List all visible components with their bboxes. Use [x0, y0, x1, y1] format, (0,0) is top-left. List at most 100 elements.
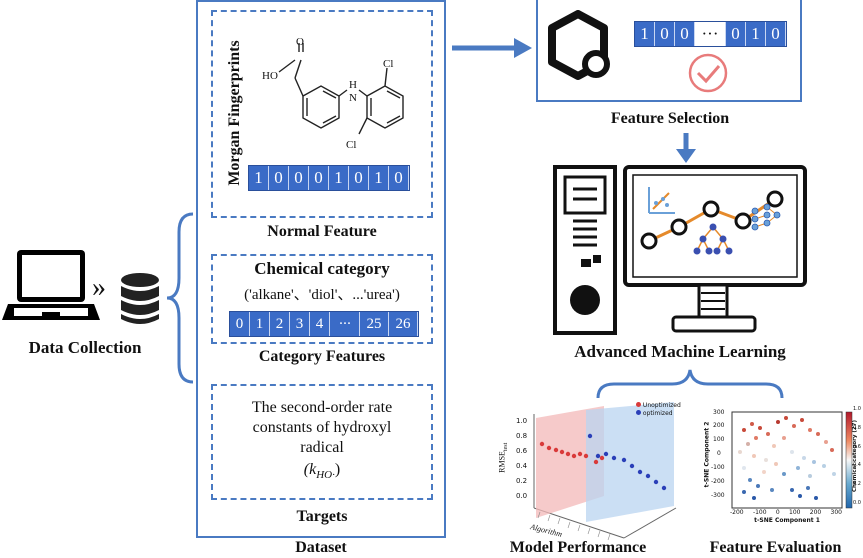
targets-line-1: The second-order rate [251, 399, 393, 416]
molecule-label-cl-top: Cl [383, 58, 394, 70]
selected-bit-ellipsis: ··· [695, 22, 726, 46]
feature-selection-panel [536, 0, 802, 102]
morgan-fingerprints-label: Morgan Fingerprints [226, 40, 243, 186]
feature-evaluation-chart [731, 411, 853, 509]
category-value-6: ··· [330, 312, 360, 336]
molecule-label-ho: HO [262, 70, 278, 82]
search-feature-icon [548, 10, 610, 80]
arrow-right-icon [452, 38, 532, 58]
data-collection-caption: Data Collection [28, 338, 142, 357]
laptop-icon [2, 250, 100, 320]
mp-ytick-5: 0.2 [516, 477, 528, 485]
blue-markers [587, 433, 667, 491]
mp-legend: Unoptimized optimized [636, 402, 681, 418]
chemical-category-examples: ('alkane'、'diol'、...'urea') [244, 287, 400, 303]
selected-bit-left-1: 1 [635, 22, 655, 46]
morgan-bit-3: 0 [289, 166, 309, 190]
category-value-2: 1 [250, 312, 270, 336]
mp-ylabel-text: RMSE [497, 451, 507, 473]
molecule-label-cl-bottom: Cl [346, 139, 357, 151]
category-value-7: 25 [360, 312, 389, 336]
molecule-label-o: O [296, 36, 304, 48]
fe-ytick-3: 100 [713, 436, 725, 443]
category-value-1: 0 [230, 312, 250, 336]
category-value-4: 3 [290, 312, 310, 336]
fe-xtick-4: 100 [789, 509, 801, 516]
check-circle-icon [688, 53, 728, 93]
computer-icon [553, 165, 807, 335]
mp-ytick-4: 0.4 [516, 462, 528, 470]
aml-caption: Advanced Machine Learning [574, 342, 786, 361]
fe-xtick-5: 200 [809, 509, 822, 516]
model-performance-chart [533, 402, 677, 541]
mp-ytick-3: 0.6 [516, 447, 528, 455]
mp-legend-label-1: Unoptimized [642, 402, 681, 409]
mp-ylabel: RMSEtest [497, 443, 509, 473]
brace-shape [166, 212, 194, 384]
fe-xtick-1: -200 [730, 509, 744, 516]
fe-xtick-2: -100 [752, 509, 767, 516]
fe-ytick-7: -300 [711, 492, 725, 499]
database-icon [121, 273, 159, 324]
morgan-bit-5: 1 [329, 166, 349, 190]
fe-ytick-4: 0 [717, 450, 721, 457]
morgan-bit-6: 0 [349, 166, 369, 190]
mp-legend-item-1: Unoptimized [636, 402, 681, 410]
fe-xticks: -200 -100 0 100 200 300 [730, 509, 842, 516]
mp-ytick-6: 0.0 [516, 492, 528, 500]
normal-feature-box [211, 10, 433, 218]
targets-line-3: radical [300, 439, 344, 456]
category-value-5: 4 [310, 312, 330, 336]
fe-cbar-tick-3: 0.6 [853, 443, 861, 450]
morgan-bit-8: 0 [389, 166, 409, 190]
feature-selection-caption: Feature Selection [610, 110, 730, 127]
morgan-bit-1: 1 [249, 166, 269, 190]
morgan-bit-4: 0 [309, 166, 329, 190]
selected-bit-right-3: 0 [766, 22, 786, 46]
red-markers [539, 441, 605, 465]
fe-cbar-tick-1: 1.0 [853, 406, 861, 412]
molecule-label-h: H [349, 79, 357, 91]
small-brace-shape [596, 369, 784, 399]
fe-xlabel: t-SNE Component 1 [754, 517, 820, 524]
mp-ytick-1: 1.0 [516, 417, 528, 425]
mp-ytick-2: 0.8 [516, 432, 528, 440]
selected-bit-right-1: 0 [726, 22, 746, 46]
diclofenac-structure [278, 43, 404, 135]
fe-ytick-1: 300 [713, 409, 725, 416]
targets-symbol: (kHO·) [211, 461, 433, 481]
fe-ytick-2: 200 [713, 422, 725, 429]
fe-cbar-tick-5: 0.2 [853, 481, 861, 488]
fe-xtick-6: 300 [830, 509, 842, 516]
category-features-caption: Category Features [258, 348, 386, 365]
arrow-down-icon [676, 133, 696, 163]
targets-caption: Targets [296, 508, 348, 525]
chevron-right-icon: » [92, 272, 106, 303]
targets-line-2: constants of hydroxyl [252, 419, 392, 436]
fe-ylabel: t-SNE Component 2 [703, 421, 711, 488]
molecule-label-n: N [349, 92, 357, 104]
morgan-bit-2: 0 [269, 166, 289, 190]
dataset-caption: Dataset [295, 539, 347, 556]
targets-symbol-open: (k [303, 461, 317, 478]
category-value-3: 2 [270, 312, 290, 336]
fe-ytick-5: -100 [711, 464, 725, 471]
dataset-panel [196, 0, 446, 538]
fe-cbar-ticks: 1.0 0.8 0.6 0.4 0.2 0.0 [853, 406, 863, 506]
fe-xtick-3: 0 [775, 509, 780, 516]
feature-evaluation-caption: Feature Evaluation [709, 539, 842, 556]
normal-feature-caption: Normal Feature [267, 223, 377, 240]
selected-bit-right-2: 1 [746, 22, 766, 46]
fe-cbar-tick-6: 0.0 [853, 499, 861, 506]
morgan-bit-7: 1 [369, 166, 389, 190]
selected-bit-left-3: 0 [675, 22, 695, 46]
targets-symbol-sub: HO· [316, 469, 335, 482]
targets-symbol-close: ) [334, 461, 341, 478]
fe-colorbar-label: Chemical category (27) [852, 420, 858, 493]
fe-ytick-6: -200 [711, 478, 725, 485]
mp-legend-item-2: optimized [636, 410, 681, 418]
targets-box [211, 384, 433, 500]
